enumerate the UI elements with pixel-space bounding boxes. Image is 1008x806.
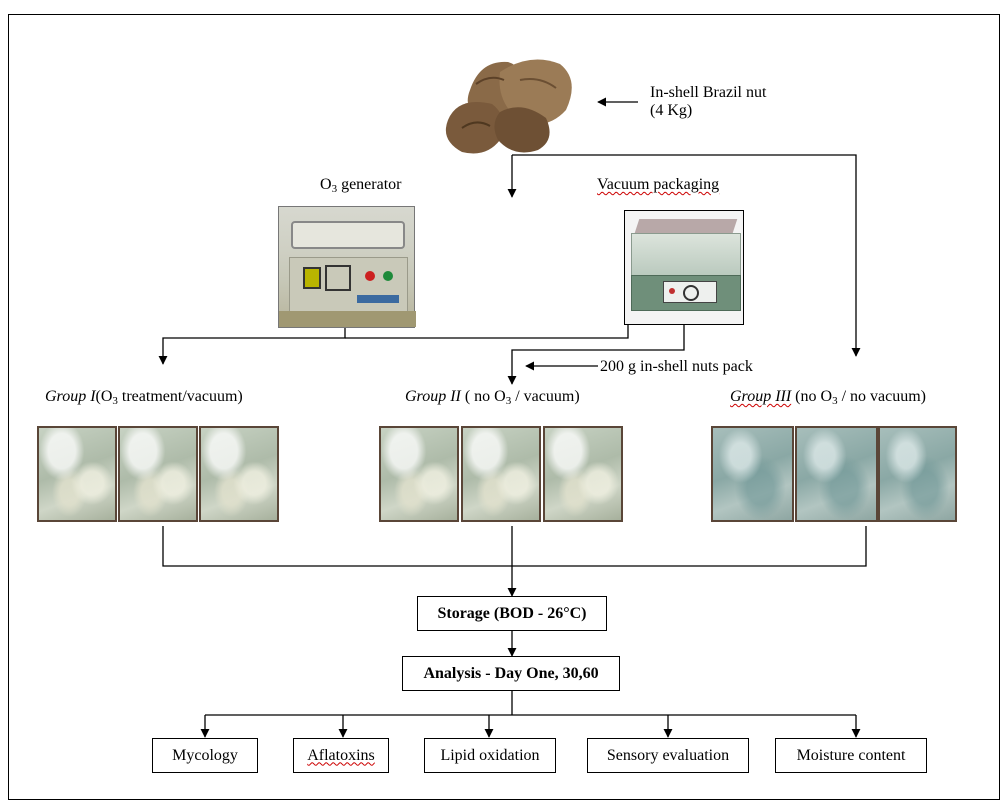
pack-note: 200 g in-shell nuts pack	[600, 358, 753, 375]
group-2-label: Group II ( no O3 / vacuum)	[405, 388, 580, 407]
endpoint-lipid-oxidation: Lipid oxidation	[424, 738, 556, 773]
endpoint-moisture-content: Moisture content	[775, 738, 927, 773]
group-3-bag-2	[795, 426, 878, 522]
analysis-label: Analysis - Day One, 30,60	[423, 664, 599, 682]
group-1-bag-3	[199, 426, 279, 522]
group-2-bag-3	[543, 426, 623, 522]
endpoint-aflatoxins: Aflatoxins	[293, 738, 389, 773]
group-2-bag-1	[379, 426, 459, 522]
group-1-label: Group I(O3 treatment/vacuum)	[45, 388, 243, 407]
storage-label: Storage (BOD - 26°C)	[437, 604, 587, 622]
group-3-label: Group III (no O3 / no vacuum)	[730, 388, 926, 407]
ozone-generator-image	[278, 206, 416, 328]
endpoint-sensory-evaluation: Sensory evaluation	[587, 738, 749, 773]
ozone-generator-label: O3 generator	[320, 176, 402, 195]
diagram-frame	[8, 14, 1000, 800]
group-1-bag-2	[118, 426, 198, 522]
source-label: In-shell Brazil nut (4 Kg)	[650, 84, 767, 119]
group-2-bag-2	[461, 426, 541, 522]
group-3-bag-3	[878, 426, 957, 522]
group-3-bag-1	[711, 426, 794, 522]
endpoint-mycology: Mycology	[152, 738, 258, 773]
brazil-nut-image	[445, 59, 572, 154]
vacuum-packaging-image	[624, 210, 744, 325]
group-1-bag-1	[37, 426, 117, 522]
vacuum-packaging-label: Vacuum packaging	[597, 176, 720, 193]
storage-box: Storage (BOD - 26°C)	[417, 596, 607, 631]
analysis-box: Analysis - Day One, 30,60	[402, 656, 620, 691]
